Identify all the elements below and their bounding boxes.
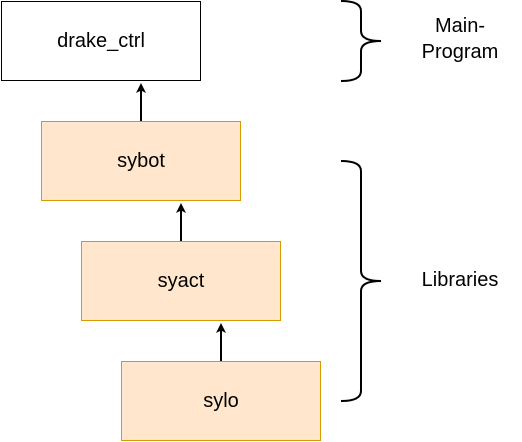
brace-libraries [340,160,382,402]
label-main-program: Main- Program [405,13,515,65]
label-libraries: Libraries [421,269,499,291]
node-sylo-label: sylo [203,389,239,412]
node-drake-ctrl: drake_ctrl [1,1,201,81]
brace-main-program [340,0,382,82]
node-sylo: sylo [121,361,321,441]
node-sybot-label: sybot [117,149,165,172]
label-main-program-line1: Main- [434,15,485,37]
node-syact-label: syact [157,269,205,292]
node-drake-ctrl-label: drake_ctrl [57,29,145,52]
node-syact: syact [81,241,281,321]
node-sybot: sybot [41,121,241,201]
label-main-program-line2: Program [421,41,499,63]
